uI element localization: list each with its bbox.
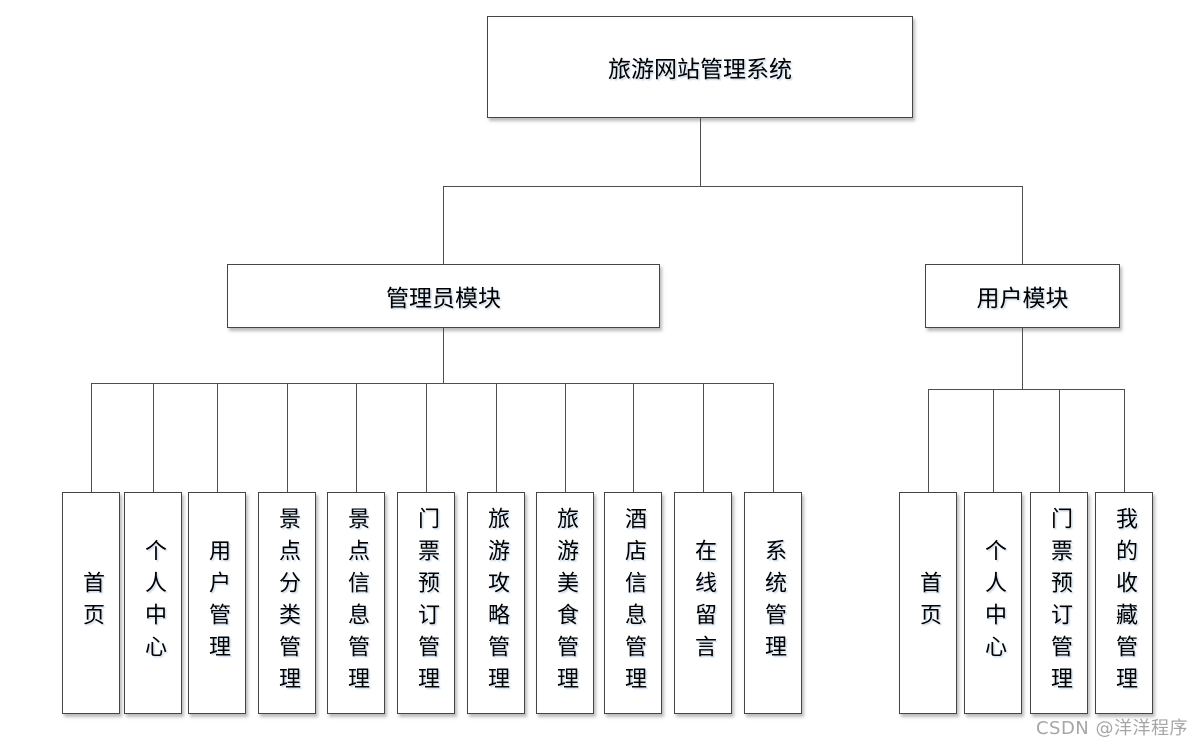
connector-admin-leaf-drop bbox=[356, 383, 357, 492]
leaf-label: 旅游攻略管理 bbox=[484, 507, 509, 699]
leaf-node-travel-guide-management: 旅游攻略管理 bbox=[467, 492, 525, 714]
leaf-label: 门票预订管理 bbox=[1047, 507, 1072, 699]
leaf-label: 酒店信息管理 bbox=[621, 507, 646, 699]
connector-admin-drop bbox=[443, 186, 444, 264]
connector-admin-bus bbox=[91, 383, 774, 384]
leaf-label: 用户管理 bbox=[205, 539, 230, 667]
connector-level1-bus bbox=[443, 186, 1023, 187]
connector-user-leaf-drop bbox=[1124, 389, 1125, 492]
leaf-node-hotel-info-management: 酒店信息管理 bbox=[604, 492, 662, 714]
leaf-node-ticket-booking-management-user: 门票预订管理 bbox=[1030, 492, 1088, 714]
connector-admin-leaf-drop bbox=[217, 383, 218, 492]
leaf-label: 旅游美食管理 bbox=[553, 507, 578, 699]
admin-module-node: 管理员模块 bbox=[227, 264, 660, 328]
leaf-node-home-admin: 首页 bbox=[62, 492, 120, 714]
leaf-node-online-message: 在线留言 bbox=[674, 492, 732, 714]
connector-root-stem bbox=[700, 118, 701, 186]
leaf-label: 景点信息管理 bbox=[344, 507, 369, 699]
leaf-label: 我的收藏管理 bbox=[1112, 507, 1137, 699]
leaf-label: 系统管理 bbox=[761, 539, 786, 667]
root-label: 旅游网站管理系统 bbox=[608, 57, 792, 83]
leaf-label: 门票预订管理 bbox=[414, 507, 439, 699]
leaf-node-scenic-info-management: 景点信息管理 bbox=[327, 492, 385, 714]
connector-admin-leaf-drop bbox=[565, 383, 566, 492]
connector-admin-leaf-drop bbox=[426, 383, 427, 492]
connector-admin-leaf-drop bbox=[633, 383, 634, 492]
connector-user-stem bbox=[1022, 328, 1023, 389]
connector-admin-leaf-drop bbox=[153, 383, 154, 492]
connector-admin-leaf-drop bbox=[703, 383, 704, 492]
user-module-label: 用户模块 bbox=[976, 286, 1069, 312]
connector-user-leaf-drop bbox=[928, 389, 929, 492]
connector-admin-leaf-drop bbox=[496, 383, 497, 492]
leaf-node-ticket-booking-management-admin: 门票预订管理 bbox=[397, 492, 455, 714]
leaf-node-user-management: 用户管理 bbox=[188, 492, 246, 714]
connector-admin-leaf-drop bbox=[287, 383, 288, 492]
leaf-node-system-management: 系统管理 bbox=[744, 492, 802, 714]
leaf-node-my-favorites-management: 我的收藏管理 bbox=[1095, 492, 1153, 714]
leaf-label: 首页 bbox=[916, 571, 941, 635]
connector-user-leaf-drop bbox=[993, 389, 994, 492]
leaf-node-scenic-category-management: 景点分类管理 bbox=[258, 492, 316, 714]
watermark: CSDN @洋洋程序 bbox=[1035, 718, 1188, 739]
leaf-label: 首页 bbox=[79, 571, 104, 635]
leaf-label: 个人中心 bbox=[981, 539, 1006, 667]
connector-user-drop bbox=[1022, 186, 1023, 264]
connector-admin-stem bbox=[443, 328, 444, 383]
root-node: 旅游网站管理系统 bbox=[487, 16, 913, 118]
leaf-node-personal-center-user: 个人中心 bbox=[964, 492, 1022, 714]
leaf-label: 景点分类管理 bbox=[275, 507, 300, 699]
leaf-node-personal-center-admin: 个人中心 bbox=[124, 492, 182, 714]
connector-user-bus bbox=[928, 389, 1125, 390]
leaf-node-travel-food-management: 旅游美食管理 bbox=[536, 492, 594, 714]
user-module-node: 用户模块 bbox=[925, 264, 1120, 328]
leaf-label: 在线留言 bbox=[691, 539, 716, 667]
admin-module-label: 管理员模块 bbox=[386, 286, 501, 312]
leaf-node-home-user: 首页 bbox=[899, 492, 957, 714]
connector-admin-leaf-drop bbox=[91, 383, 92, 492]
connector-admin-leaf-drop bbox=[773, 383, 774, 492]
connector-user-leaf-drop bbox=[1059, 389, 1060, 492]
leaf-label: 个人中心 bbox=[141, 539, 166, 667]
